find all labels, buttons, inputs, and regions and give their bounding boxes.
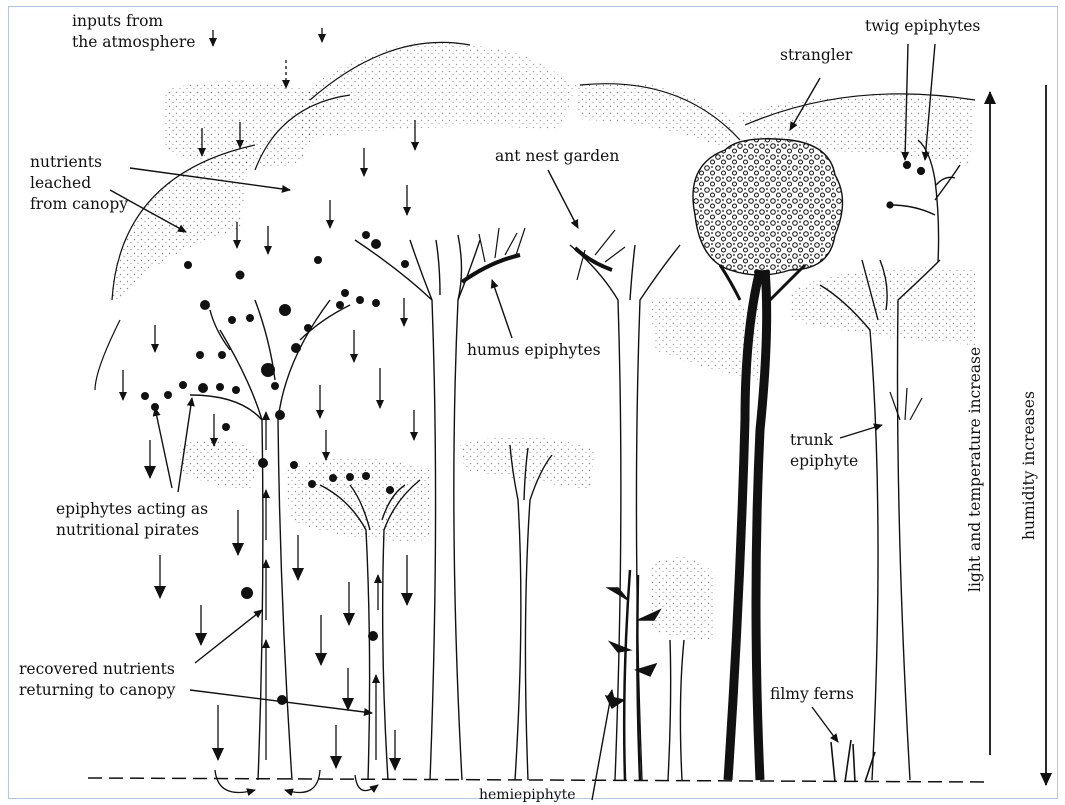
canopy-crown — [790, 268, 975, 346]
canopy-crown — [300, 42, 575, 140]
canopy-crown — [180, 439, 260, 490]
label-trunk-epiphyte: trunk epiphyte — [790, 430, 858, 472]
canopy-crown — [575, 82, 735, 150]
ground-line — [88, 778, 985, 782]
label-epiphytes-pirates: epiphytes acting as nutritional pirates — [56, 499, 208, 541]
label-filmy-ferns: filmy ferns — [770, 684, 854, 705]
label-twig-epiphytes: twig epiphytes — [865, 16, 980, 37]
label-humus-epiphytes: humus epiphytes — [467, 340, 601, 361]
tree-mid-small — [510, 445, 552, 780]
label-light-temperature: light and temperature increase — [966, 347, 984, 592]
label-strangler: strangler — [780, 45, 852, 66]
label-inputs-from-atmosphere: inputs from the atmosphere — [72, 11, 195, 53]
canopy-outline — [95, 320, 120, 390]
canopy-crown — [285, 458, 430, 541]
label-nutrients-leached: nutrients leached from canopy — [30, 152, 128, 215]
canopy-crown — [460, 436, 595, 490]
label-recovered-nutrients: recovered nutrients returning to canopy — [19, 659, 175, 701]
label-humidity: humidity increases — [1020, 391, 1038, 540]
canopy-crown — [650, 557, 715, 640]
label-hemiepiphyte: hemiepiphyte — [479, 786, 576, 804]
tree-right-small — [668, 640, 684, 780]
label-ant-nest-garden: ant nest garden — [495, 146, 619, 167]
